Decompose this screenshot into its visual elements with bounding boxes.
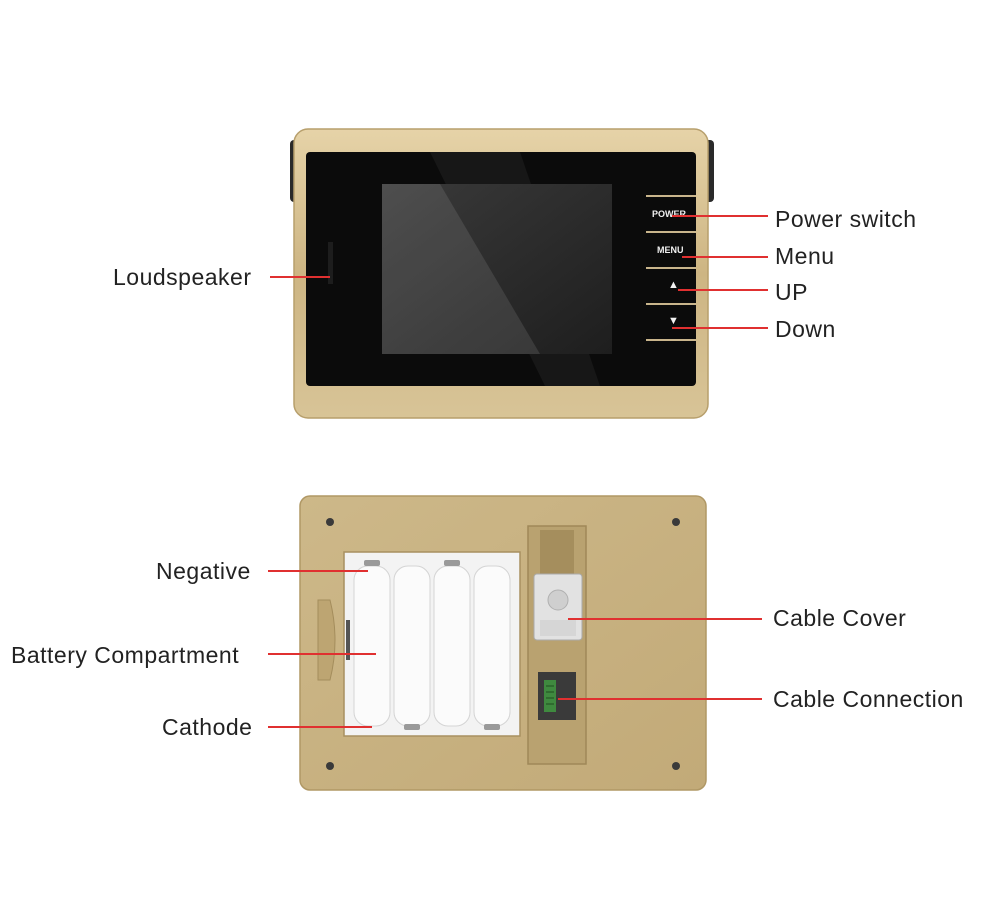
label-cable-connection: Cable Connection [773, 688, 964, 711]
label-down: Down [775, 318, 836, 341]
down-arrow-icon: ▼ [668, 316, 679, 327]
screw-hole [672, 518, 680, 526]
leader-line-negative [268, 570, 368, 572]
cable-cover-knob [548, 590, 568, 610]
leader-line-cable-connection [558, 698, 762, 700]
label-cathode: Cathode [162, 716, 252, 739]
leader-line-cable-cover [568, 618, 762, 620]
screw-hole [672, 762, 680, 770]
side-clip [318, 600, 335, 680]
monitor-front-view [290, 129, 714, 418]
screw-hole [326, 518, 334, 526]
label-negative: Negative [156, 560, 251, 583]
cable-cover-base [540, 620, 576, 636]
label-menu: Menu [775, 245, 835, 268]
green-connector [544, 680, 556, 712]
menu-button-label: MENU [657, 246, 684, 255]
leader-line-menu [682, 256, 768, 258]
leader-line-battery-compartment [268, 653, 376, 655]
label-loudspeaker: Loudspeaker [113, 266, 252, 289]
leader-line-loudspeaker [270, 276, 330, 278]
label-battery-compartment: Battery Compartment [11, 644, 239, 667]
leader-line-up [678, 289, 768, 291]
leader-line-cathode [268, 726, 372, 728]
label-cable-cover: Cable Cover [773, 607, 906, 630]
monitor-back-view [300, 496, 706, 790]
label-power-switch: Power switch [775, 208, 916, 231]
label-up: UP [775, 281, 808, 304]
cable-connection-port [538, 672, 576, 720]
leader-line-down [672, 327, 768, 329]
screw-hole [326, 762, 334, 770]
leader-line-power [672, 215, 768, 217]
